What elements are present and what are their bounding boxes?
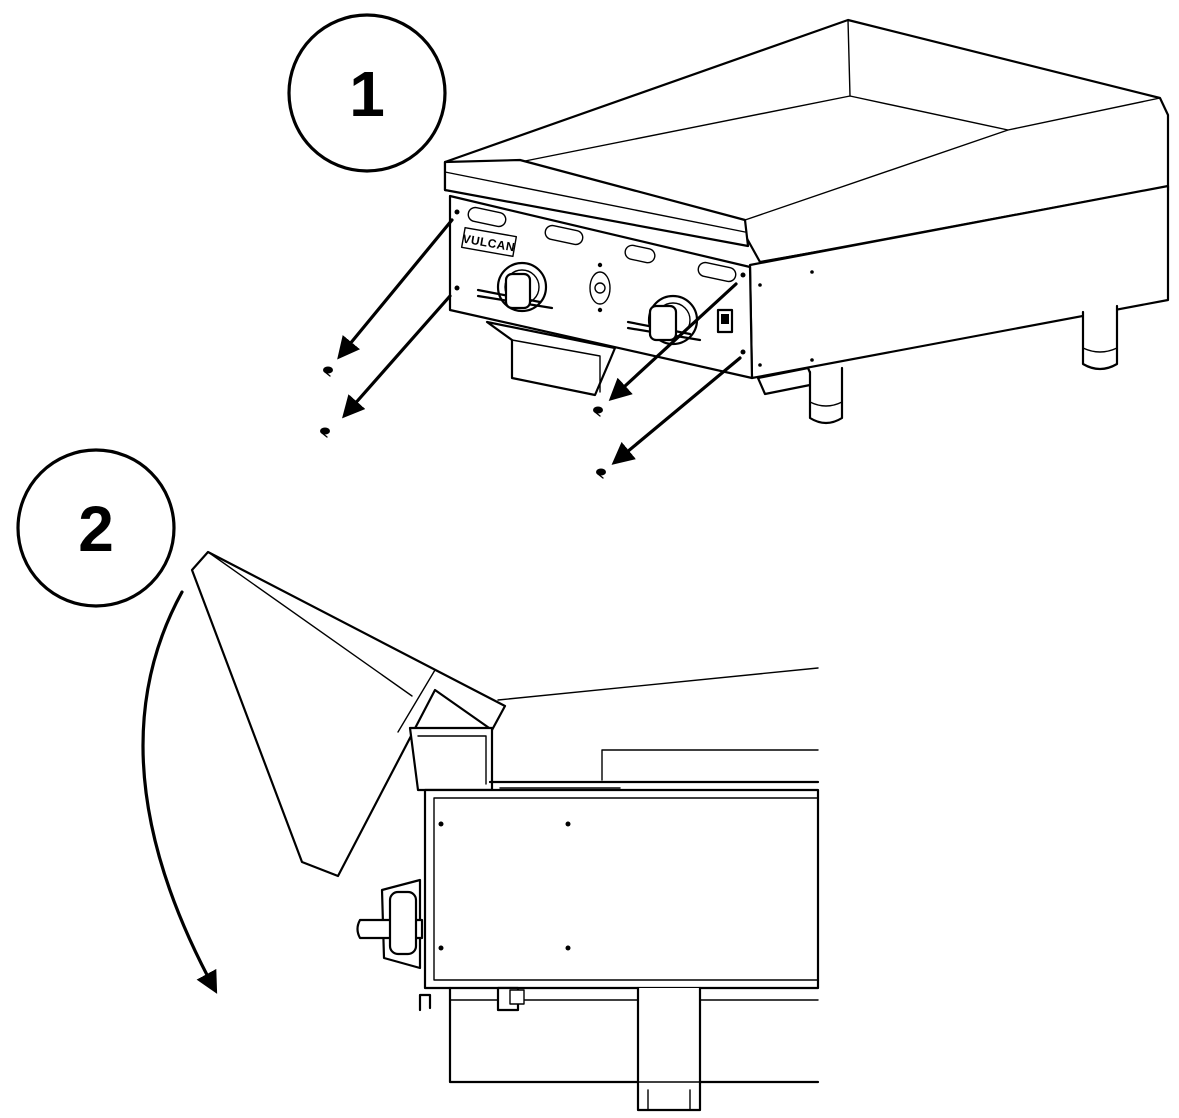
screws — [320, 366, 606, 479]
screw-arrow-2 — [342, 294, 452, 419]
screw-3-icon — [593, 406, 603, 417]
control-knob-left — [476, 261, 554, 313]
screw-removal-arrows — [337, 218, 742, 465]
step-2-badge: 2 — [16, 448, 176, 608]
screw-1-icon — [323, 366, 333, 377]
step-1-badge: 1 — [287, 13, 447, 173]
rotation-arrow — [141, 590, 218, 994]
griddle-leg-front — [808, 366, 844, 425]
screw-arrow-1 — [337, 218, 454, 360]
screw-arrow-4 — [611, 356, 742, 465]
gas-valve-side — [496, 986, 525, 1012]
screw-2-icon — [320, 427, 330, 438]
step-2-group: 2 — [16, 448, 820, 1112]
pilot-window — [589, 262, 611, 313]
griddle-isometric: VULCAN — [443, 18, 1170, 425]
griddle-body-side — [423, 788, 820, 990]
step-1-number: 1 — [349, 58, 385, 130]
griddle-leg-back — [1081, 304, 1119, 371]
step-2-number: 2 — [78, 493, 114, 565]
control-knob-side — [356, 878, 424, 970]
griddle-side-view — [356, 667, 820, 1112]
screw-arrow-3 — [608, 282, 738, 402]
screw-4-icon — [596, 468, 606, 479]
step-1-group: 1 — [287, 13, 1170, 479]
griddle-leg-side — [636, 986, 702, 1112]
brand-logo: VULCAN — [460, 226, 518, 258]
lowered-back-splash — [190, 550, 507, 878]
